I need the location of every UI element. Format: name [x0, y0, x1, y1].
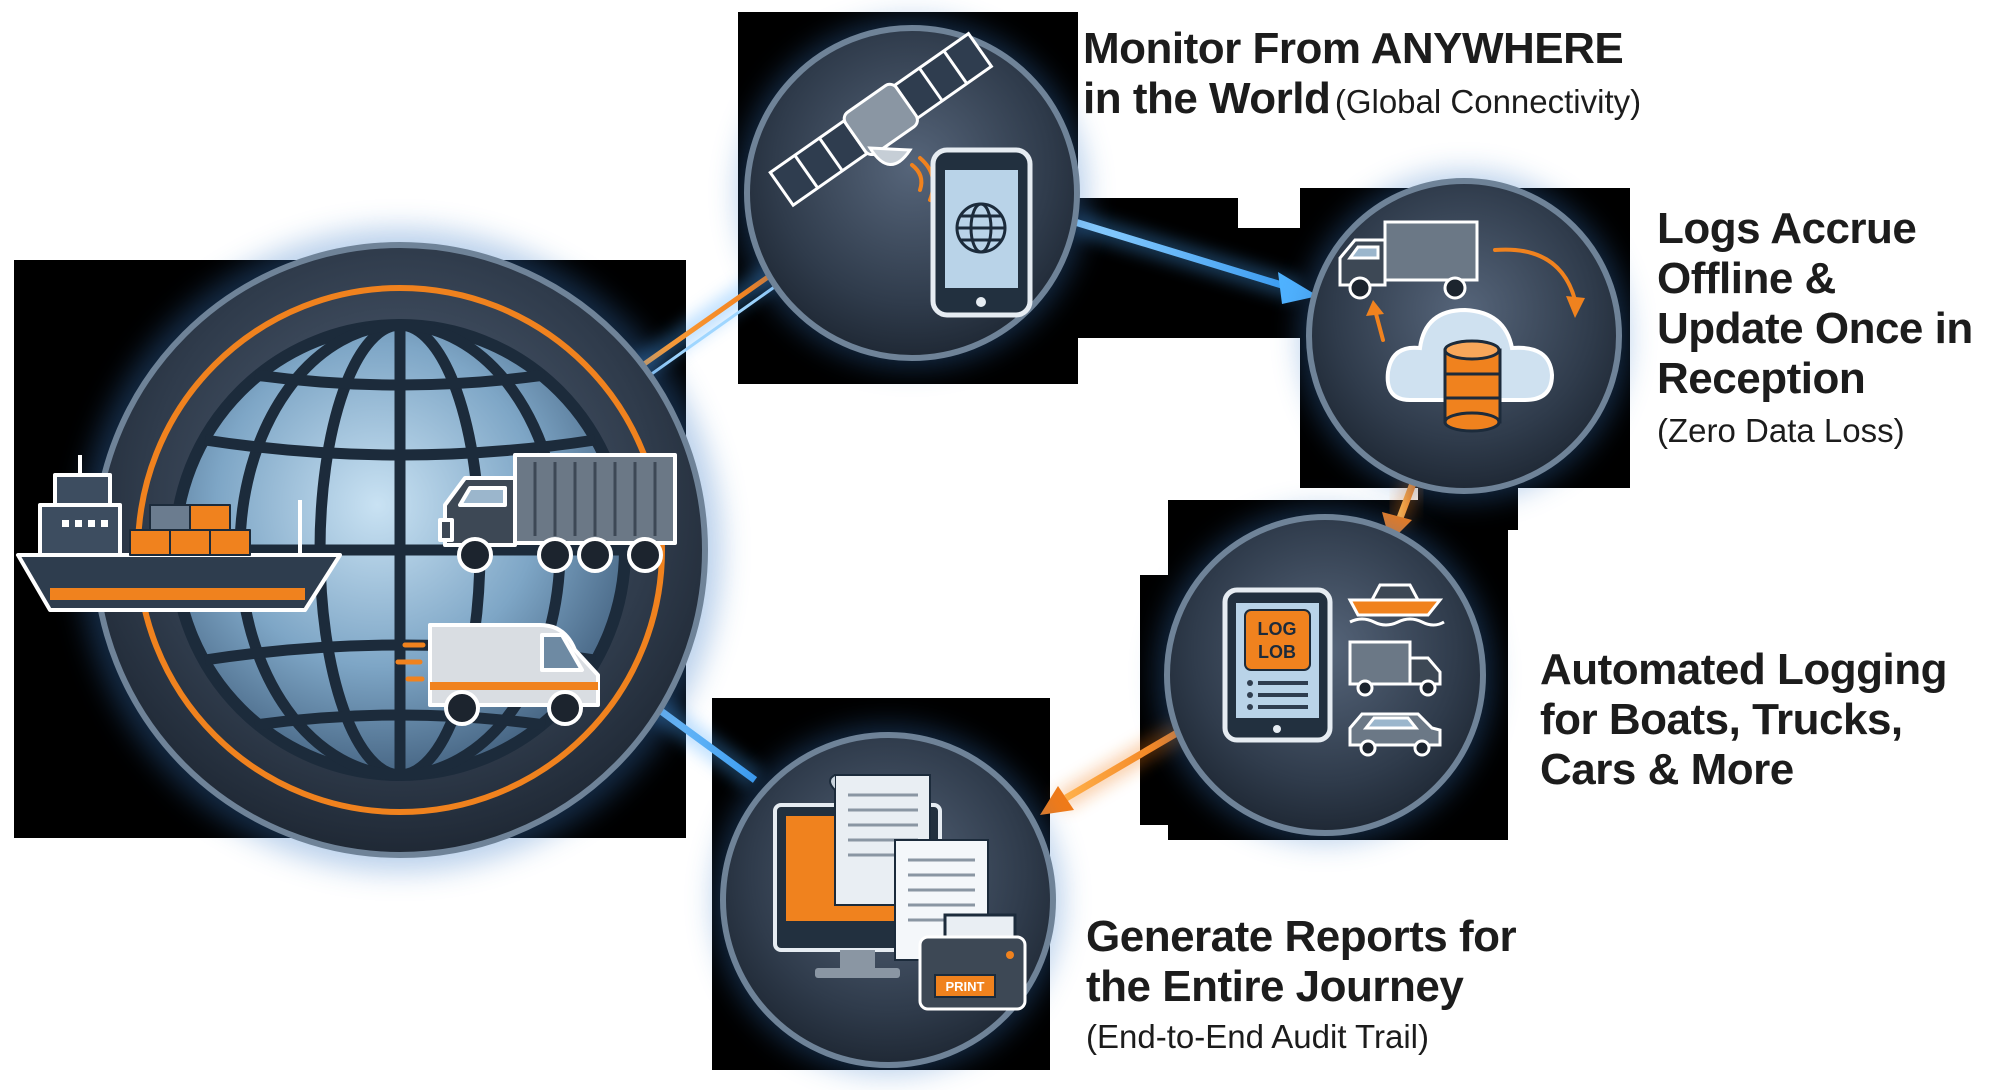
truck-icon	[1338, 220, 1479, 300]
reports-step-subtitle: (End-to-End Audit Trail)	[1086, 1018, 1429, 1055]
reports-step-title-line1: Generate Reports for	[1086, 912, 1517, 961]
logs-sync-node	[1299, 171, 1629, 501]
car-icon	[1348, 712, 1442, 757]
printer-icon: PRINT	[918, 913, 1027, 1011]
smartphone-icon	[930, 147, 1033, 318]
tablet-log-text-line1: LOG	[1258, 619, 1297, 639]
logs-step-title-line4: Reception	[1657, 354, 1866, 403]
automated-step-title-line1: Automated Logging	[1540, 645, 1948, 694]
monitor-step-title-line2: in the World	[1083, 74, 1331, 123]
satellite-icon	[768, 31, 994, 208]
tablet-icon: LOG LOB	[1222, 587, 1333, 743]
connector-automated-to-reports	[1040, 721, 1188, 815]
reports-step-title-line2: the Entire Journey	[1086, 962, 1464, 1011]
reports-step-label: Generate Reports for the Entire Journey …	[1086, 912, 1626, 1053]
reports-node: PRINT	[713, 725, 1063, 1075]
semi-truck-icon	[438, 453, 677, 573]
automated-logging-node: LOG LOB	[1157, 507, 1493, 843]
automated-step-label: Automated Logging for Boats, Trucks, Car…	[1540, 645, 2000, 795]
boat-icon	[1347, 583, 1445, 627]
database-icon	[1443, 339, 1502, 433]
printer-print-label: PRINT	[946, 979, 985, 994]
monitor-node	[737, 18, 1087, 368]
logs-step-label: Logs Accrue Offline & Update Once in Rec…	[1657, 204, 1997, 447]
logs-step-title-line1: Logs Accrue	[1657, 204, 1917, 253]
logs-step-subtitle: (Zero Data Loss)	[1657, 412, 1905, 449]
truck-icon	[1348, 640, 1442, 697]
monitor-step-subtitle: (Global Connectivity)	[1334, 83, 1642, 120]
automated-step-title-line2: for Boats, Trucks,	[1540, 695, 1903, 744]
cargo-ship-icon	[16, 455, 342, 612]
monitor-step-label: Monitor From ANYWHERE in the World (Glob…	[1083, 24, 1703, 124]
monitor-step-title-line1: Monitor From ANYWHERE	[1083, 24, 1624, 73]
logs-step-title-line2: Offline &	[1657, 254, 1836, 303]
logistics-hub-node	[16, 228, 722, 872]
automated-step-title-line3: Cars & More	[1540, 745, 1794, 794]
tablet-log-text-line2: LOB	[1258, 642, 1296, 662]
globe-icon	[955, 202, 1007, 254]
sync-arrows-icon	[1366, 247, 1585, 342]
arrowhead-orange	[1040, 786, 1074, 815]
logs-step-title-line3: Update Once in	[1657, 304, 1973, 353]
delivery-van-icon	[395, 623, 600, 726]
